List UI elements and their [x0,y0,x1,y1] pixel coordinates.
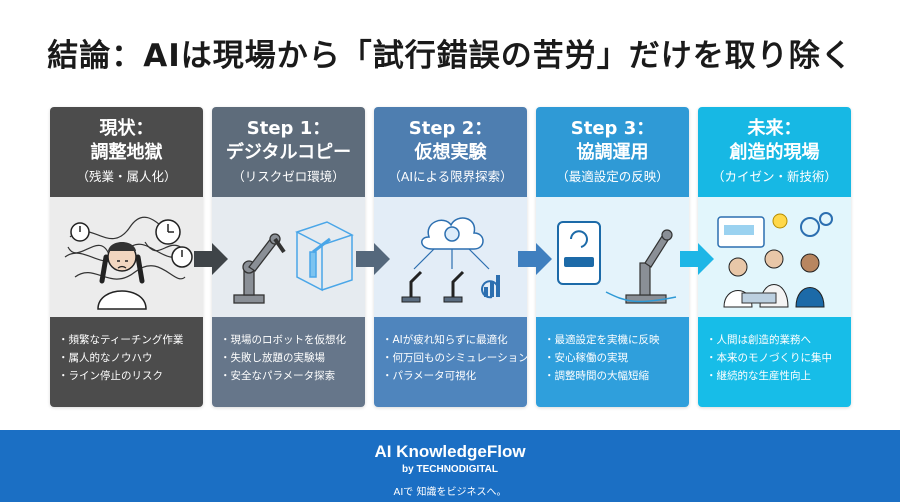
bullet-list: 頻繁なティーチング作業 属人的なノウハウ ライン停止のリスク [50,317,203,407]
bullet-item: パラメータ可視化 [382,367,527,385]
card-step3: Step 3： 協調運用 （最適設定の反映） 最適設 [536,107,689,407]
team-collaboration-illustration [698,197,851,317]
card-subtitle: （残業・属人化） [76,169,177,184]
card-step: Step 2： [408,118,493,139]
bullet-list: 最適設定を実機に反映 安心稼働の実現 調整時間の大幅短縮 [536,317,689,407]
card-title: デジタルコピー [225,142,352,163]
stressed-worker-illustration [50,197,203,317]
card-header: Step 1： デジタルコピー （リスクゼロ環境） [212,107,365,197]
screen-icon [717,216,765,248]
bullet-item: 安心稼働の実現 [544,349,689,367]
brand-tagline: AIで 知識をビジネスへ。 [393,487,507,498]
page-title: 結論：AIは現場から「試行錯誤の苦労」だけを取り除く [47,38,853,74]
card-step2: Step 2： 仮想実験 （AIによる限界探索） [374,107,527,407]
card-header: 現状： 調整地獄 （残業・属人化） [50,107,203,197]
clock-icon [70,219,193,268]
arrow-right-icon [680,243,714,275]
bullet-item: 継続的な生産性向上 [706,367,851,385]
card-step1: Step 1： デジタルコピー （リスクゼロ環境） [212,107,365,407]
card-title: 創造的現場 [729,142,820,163]
bullet-list: 人間は創造的業務へ 本来のモノづくりに集中 継続的な生産性向上 [698,317,851,407]
arrow-right-icon [356,243,390,275]
card-header: 未来： 創造的現場 （カイゼン・新技術） [698,107,851,197]
digital-twin-illustration [212,197,365,317]
card-subtitle: （カイゼン・新技術） [711,169,837,184]
bullet-list: 現場のロボットを仮想化 失敗し放題の実験場 安全なパラメータ探索 [212,317,365,407]
bullet-list: AIが疲れ知らずに最適化 何万回ものシミュレーション パラメータ可視化 [374,317,527,407]
gears-icon [800,212,833,237]
bullet-item: 安全なパラメータ探索 [220,367,365,385]
robot-arm-icon [233,233,286,304]
bullet-item: 現場のロボットを仮想化 [220,331,365,349]
sync-illustration [536,197,689,317]
bullet-item: ライン停止のリスク [58,367,203,385]
footer-banner: AI KnowledgeFlow by TECHNODIGITAL AIで 知識… [0,430,900,502]
bullet-item: 属人的なノウハウ [58,349,203,367]
arrow-right-icon [194,243,228,275]
process-cards: 現状： 調整地獄 （残業・属人化） [50,107,851,407]
card-title: 調整地獄 [90,142,163,163]
card-step: Step 1： [246,118,331,139]
bullet-item: 失敗し放題の実験場 [220,349,365,367]
ai-simulation-illustration [374,197,527,317]
bullet-item: 頻繁なティーチング作業 [58,331,203,349]
robot-arm-icon [625,229,673,304]
card-current: 現状： 調整地獄 （残業・属人化） [50,107,203,407]
bullet-item: 何万回ものシミュレーション [382,349,528,367]
bullet-item: 人間は創造的業務へ [706,331,851,349]
cloud-ai-icon [421,217,484,250]
card-subtitle: （最適設定の反映） [556,169,669,184]
hologram-cube-icon [295,221,354,292]
refresh-icon [481,280,499,299]
card-header: Step 3： 協調運用 （最適設定の反映） [536,107,689,197]
card-title: 協調運用 [576,142,649,163]
card-header: Step 2： 仮想実験 （AIによる限界探索） [374,107,527,197]
bullet-item: 本来のモノづくりに集中 [706,349,851,367]
robot-arm-icon [401,270,465,303]
tablet-sync-icon [557,221,601,285]
card-step: Step 3： [570,118,655,139]
arrow-right-icon [518,243,552,275]
worker-figure [97,242,147,310]
card-subtitle: （リスクゼロ環境） [232,169,345,184]
bullet-item: 最適設定を実機に反映 [544,331,689,349]
card-future: 未来： 創造的現場 （カイゼン・新技術） [698,107,851,407]
card-subtitle: （AIによる限界探索） [388,169,513,184]
card-step: 未来： [747,118,802,139]
bullet-item: 調整時間の大幅短縮 [544,367,689,385]
bullet-item: AIが疲れ知らずに最適化 [382,331,527,349]
card-step: 現状： [99,118,154,139]
lightbulb-icon [772,213,788,229]
brand-company: by TECHNODIGITAL [402,464,498,475]
card-title: 仮想実験 [414,142,487,163]
brand-name: AI KnowledgeFlow [374,442,526,461]
